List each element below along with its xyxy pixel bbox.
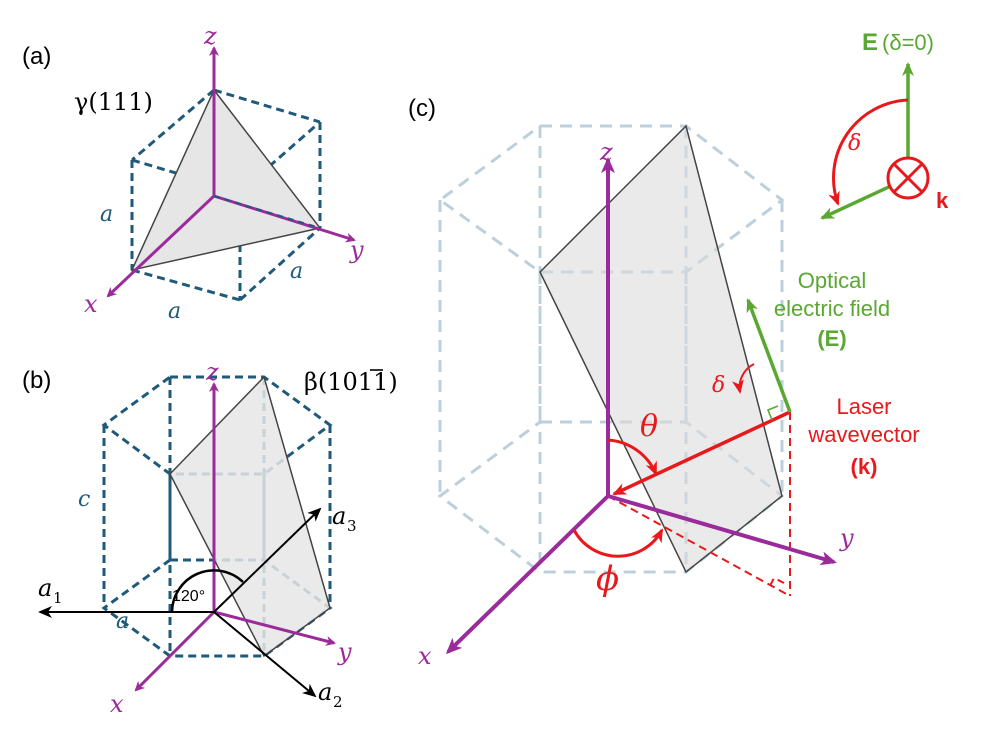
inset-e-paren: (δ=0) — [882, 30, 934, 55]
panel-c-laser-vector — [612, 410, 791, 496]
panel-c-field-vector — [746, 298, 792, 413]
panel-b-angle-label: 120° — [172, 588, 205, 605]
panel-b-a3-sub: 3 — [347, 517, 357, 535]
panel-a-z-label: z — [203, 22, 217, 50]
panel-b-x-label: x — [110, 690, 124, 718]
panel-b-plane-label: β(1011) — [304, 368, 398, 396]
panel-b-edge-a-label: a — [116, 609, 129, 634]
panel-b-a1-sub: 1 — [53, 589, 63, 607]
polarization-inset: E (δ=0) δ k — [820, 29, 949, 220]
panel-b-a1-label: a 1 — [38, 574, 63, 607]
panel-a-x-axis — [106, 194, 216, 298]
panel-c-laser-line3: (k) — [851, 454, 878, 479]
panel-a-plane-label: γ(111) — [74, 88, 153, 116]
panel-b-a3-main: a — [332, 502, 346, 530]
panel-a-y-label: y — [349, 236, 364, 264]
panel-a-x-label: x — [84, 290, 98, 318]
panel-b-y-axis — [213, 610, 336, 646]
inset-k-label: k — [936, 188, 949, 213]
panel-c-field-line2: electric field — [774, 296, 890, 321]
panel-b-a2-label: a 2 — [318, 678, 343, 711]
panel-b-x-axis — [134, 610, 216, 692]
panel-c-theta-label: θ — [640, 409, 658, 444]
panel-b-label: (b) — [22, 367, 51, 394]
panel-b-plane-post: 1) — [373, 368, 398, 396]
panel-c-phi-label: ϕ — [596, 559, 619, 599]
panel-b-a3-label: a 3 — [332, 502, 357, 535]
panel-c-laser-line2: wavevector — [807, 422, 919, 447]
panel-a-edge-front-label: a — [168, 299, 181, 324]
panel-b-a2-axis — [213, 611, 317, 698]
panel-c-field-label: Optical electric field (E) — [774, 268, 890, 351]
panel-c-plane — [539, 124, 783, 574]
panel-b-plane-bar-digit: 1 — [358, 368, 373, 396]
inset-delta-label: δ — [848, 131, 861, 156]
panel-c-phi-arc — [572, 528, 664, 558]
panel-b-plane-label-text: β(1011) — [304, 368, 398, 396]
panel-b-z-label: z — [205, 358, 219, 386]
panel-b-angle-arc — [170, 569, 244, 613]
panel-c: (c) z y — [408, 95, 920, 670]
inset-e-label: E — [862, 29, 878, 56]
panel-b-y-label: y — [337, 638, 352, 666]
panel-b-a2-main: a — [318, 678, 332, 706]
panel-c-z-label: z — [599, 138, 613, 166]
panel-c-x-axis — [445, 494, 610, 655]
panel-c-field-line1: Optical — [798, 268, 866, 293]
panel-b: (b) z y x c a 120° a 1 — [22, 358, 398, 718]
panel-b-plane-pre: β(10 — [304, 368, 358, 396]
panel-a: (a) z y x γ(111) a a a — [22, 22, 364, 324]
inset-delta-arc — [828, 98, 909, 206]
panel-c-delta-label: δ — [712, 373, 725, 398]
panel-c-y-axis — [607, 494, 837, 566]
panel-c-projection — [607, 412, 791, 597]
panel-b-a3-axis — [213, 507, 322, 613]
panel-b-a2-sub: 2 — [333, 693, 343, 711]
panel-a-edge-right-label: a — [290, 259, 303, 284]
panel-b-a1-main: a — [38, 574, 52, 602]
panel-c-x-label: x — [418, 642, 432, 670]
inset-k-into-page-icon — [886, 156, 930, 200]
panel-c-field-line3: (E) — [817, 326, 846, 351]
panel-c-theta-arc — [607, 438, 658, 476]
panel-a-plane-111 — [130, 88, 322, 272]
panel-a-inner-dash — [213, 195, 321, 229]
panel-c-laser-line1: Laser — [836, 394, 891, 419]
panel-a-edge-left-label: a — [100, 202, 113, 227]
panel-c-y-label: y — [839, 524, 854, 552]
panel-b-edge-c-label: c — [78, 487, 90, 512]
panel-b-plane-1011 — [169, 375, 331, 658]
panel-c-right-angle-mark — [766, 405, 779, 421]
panel-c-label: (c) — [408, 95, 436, 122]
panel-c-delta-arc — [731, 363, 755, 394]
panel-c-laser-label: Laser wavevector (k) — [807, 394, 919, 479]
panel-a-label: (a) — [22, 43, 51, 70]
